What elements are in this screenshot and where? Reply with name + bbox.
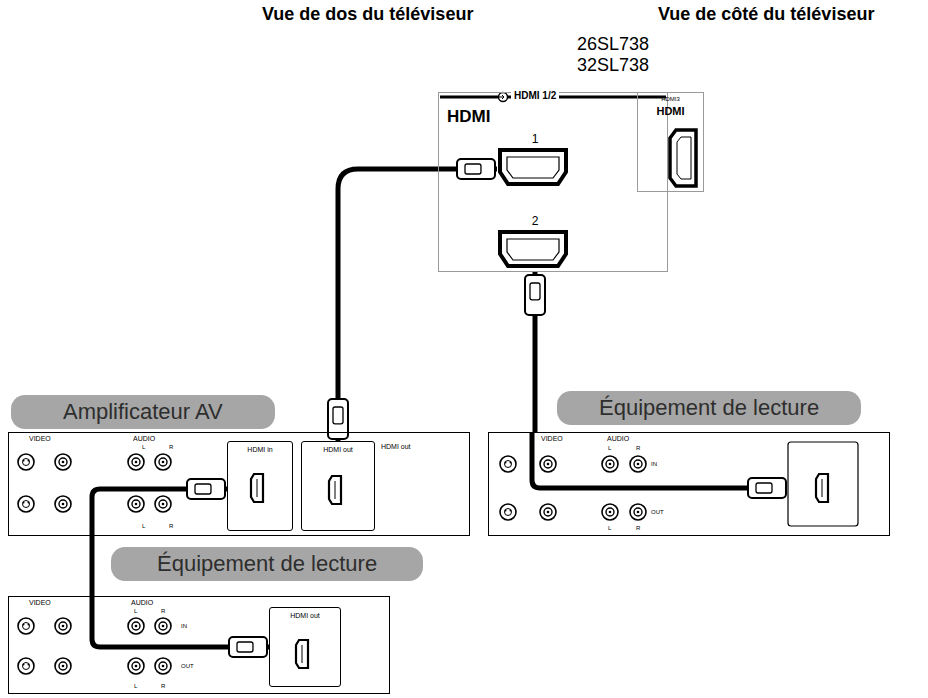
jack-label: VIDEO [29, 435, 51, 443]
hdmi-cable [525, 271, 545, 432]
port-number: 1 [497, 133, 573, 147]
hdmi-cable [532, 432, 750, 488]
device-heading: Amplificateur AV [11, 395, 275, 429]
hdmi-logo: HDMI [638, 105, 703, 118]
port-number: 2 [497, 215, 573, 229]
device-heading: Équipement de lecture [557, 391, 861, 425]
channel-label: R [169, 444, 173, 451]
jack-label: AUDIO [133, 435, 155, 443]
port-label: HDMI out [270, 612, 340, 620]
jack-label: VIDEO [29, 599, 51, 607]
input-symbol [499, 93, 508, 102]
port-label: HDMI3 [638, 96, 703, 103]
channel-label: R [161, 683, 165, 690]
hdmi-cable [328, 159, 497, 441]
channel-label: L [134, 608, 137, 615]
port-box [788, 442, 858, 526]
direction-label: OUT [181, 663, 194, 670]
hdmi-input: 2 [497, 215, 573, 271]
view-heading: Vue de côté du téléviseur [658, 4, 874, 25]
av-amplifier: Amplificateur AVHDMI inHDMI outHDMI outV… [8, 432, 470, 536]
direction-label: IN [181, 623, 187, 630]
hdmi-slot [251, 474, 263, 502]
jack-label: VIDEO [541, 435, 563, 443]
hdmi-slot [329, 476, 341, 504]
channel-label: L [134, 683, 137, 690]
channel-label: R [636, 525, 640, 532]
hdmi-plug [748, 478, 786, 498]
hdmi-port [500, 150, 566, 184]
direction-label: IN [651, 461, 657, 468]
hdmi-out-port: HDMI out [301, 441, 375, 531]
direction-label: OUT [651, 509, 664, 516]
hdmi-port [500, 232, 566, 266]
playback-device: Équipement de lectureHDMI outVIDEOAUDIOL… [8, 596, 390, 694]
hdmi-in-port: HDMI in [227, 441, 293, 531]
model-number: 32SL738 [577, 55, 649, 76]
hdmi-input: 1 [497, 133, 573, 189]
hdmi-slot [296, 640, 308, 668]
jack-label: AUDIO [131, 599, 153, 607]
hdmi-slot [816, 474, 828, 502]
hdmi-logo: HDMI [447, 107, 490, 127]
tv-side-panel: HDMI3HDMI [637, 92, 704, 192]
port-label: HDMI out [381, 443, 411, 451]
channel-label: L [608, 445, 611, 452]
hdmi-out-port: HDMI out [269, 607, 341, 687]
hdmi-port [670, 130, 696, 186]
channel-label: L [142, 523, 145, 530]
channel-label: R [161, 608, 165, 615]
view-heading: Vue de dos du téléviseur [262, 4, 473, 25]
port-group-label: HDMI 1/2 [511, 90, 559, 102]
model-number: 26SL738 [577, 34, 649, 55]
channel-label: R [636, 445, 640, 452]
playback-device: Équipement de lectureVIDEOAUDIOLRINOUTLR [488, 432, 890, 536]
jack-label: AUDIO [607, 435, 629, 443]
channel-label: R [169, 523, 173, 530]
channel-label: L [608, 525, 611, 532]
port-label: HDMI in [228, 446, 292, 454]
device-heading: Équipement de lecture [111, 547, 423, 581]
port-label: HDMI out [302, 446, 374, 454]
tv-back-panel: HDMI 1/2HDMI 1 2 [438, 92, 668, 272]
channel-label: L [142, 444, 145, 451]
